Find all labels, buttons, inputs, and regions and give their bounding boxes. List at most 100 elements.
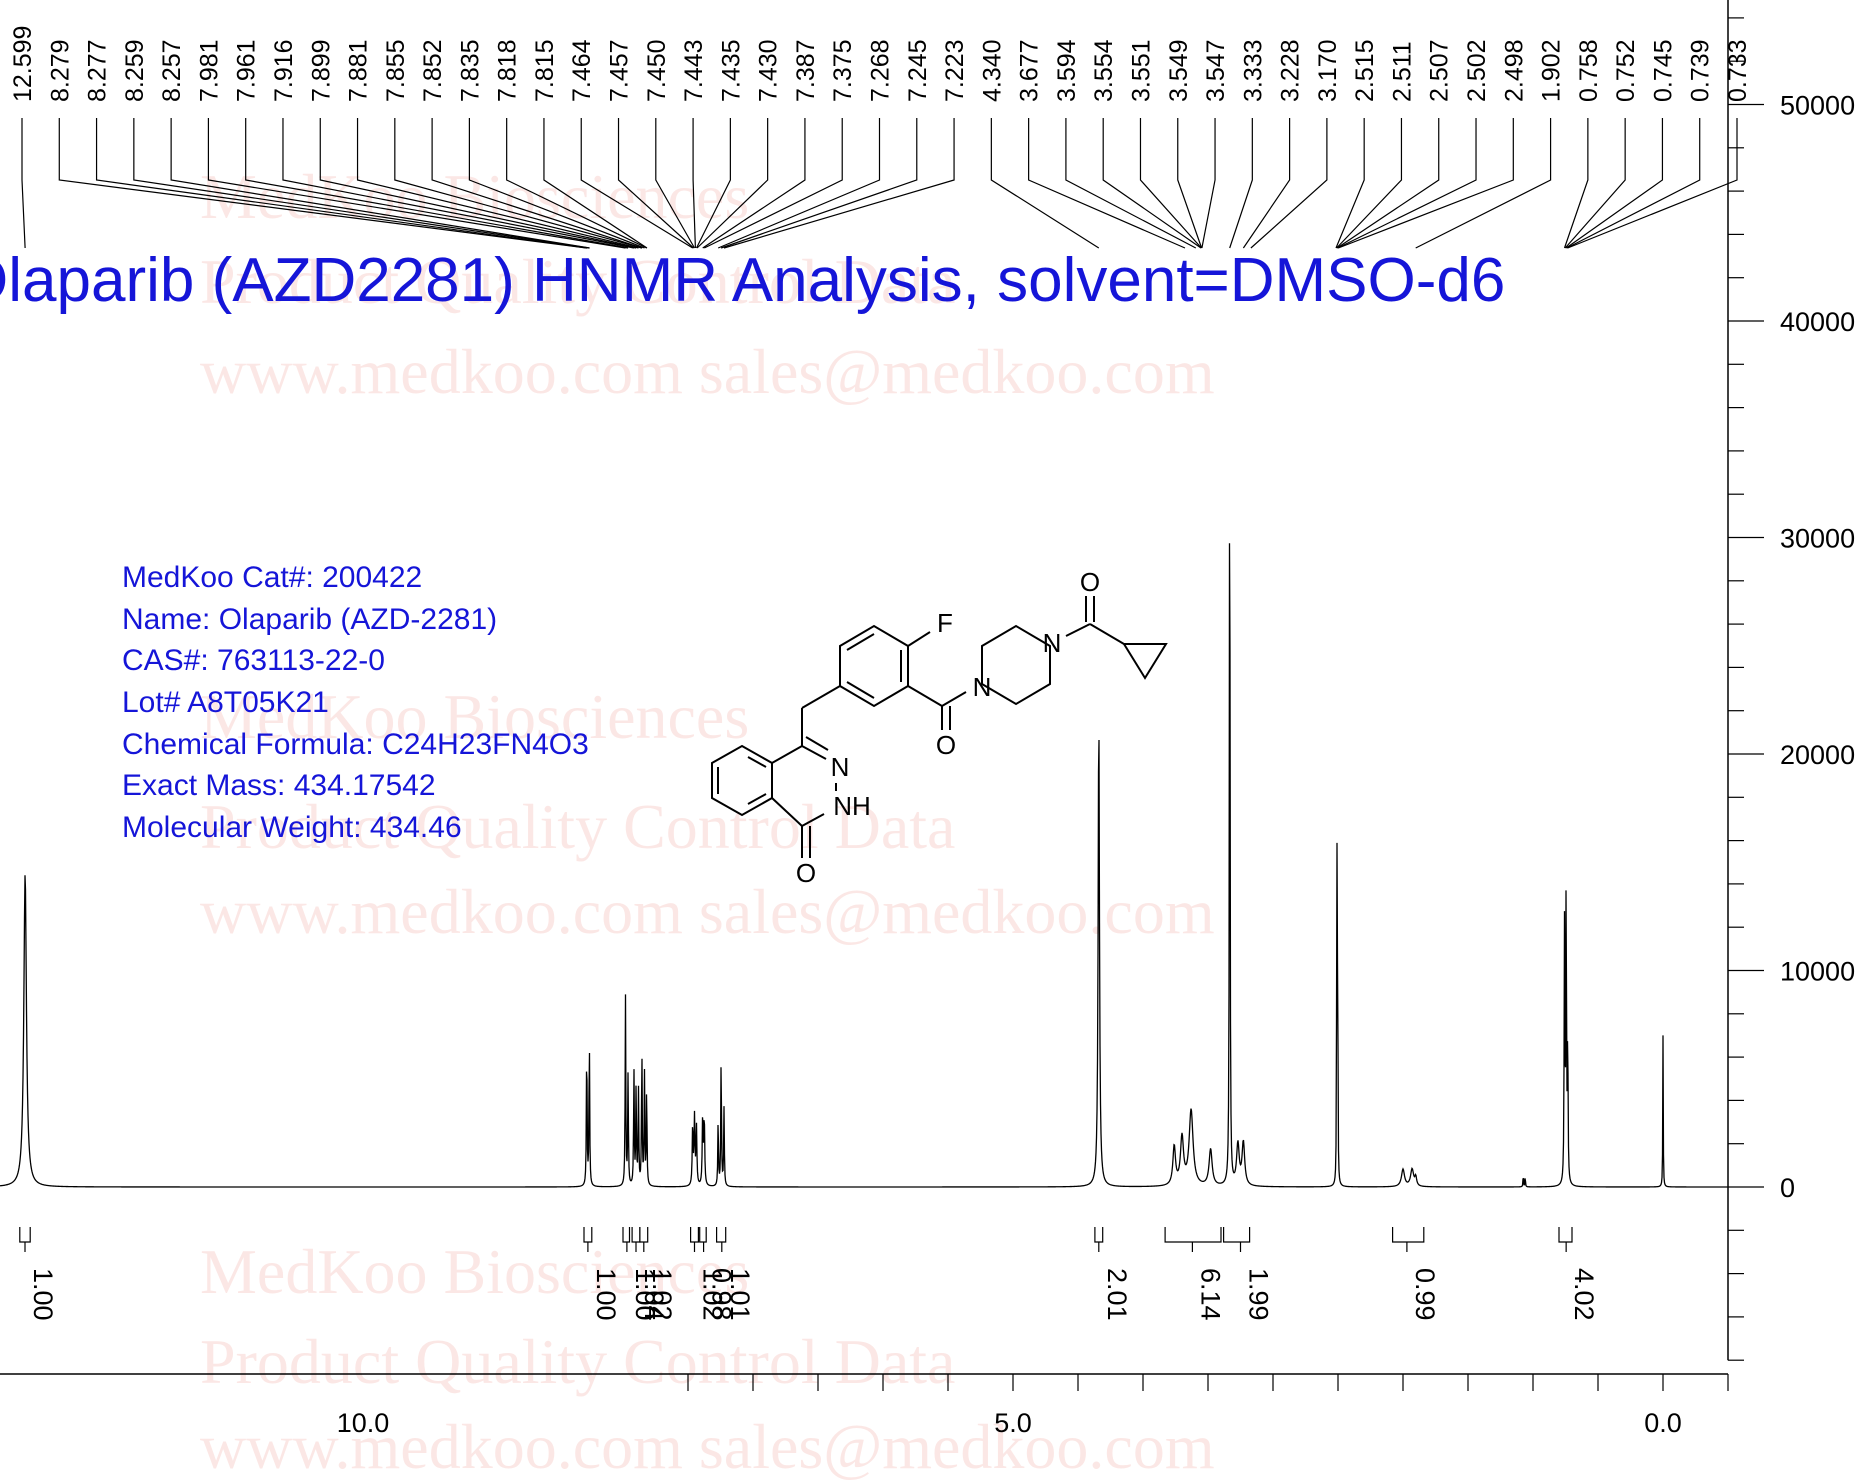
chart-title: Olaparib (AZD2281) HNMR Analysis, solven… <box>0 246 1506 315</box>
peak-shift-label: 7.961 <box>233 39 261 102</box>
peak-shift-label: 8.259 <box>121 39 149 102</box>
peak-connector <box>1566 118 1701 249</box>
ring-bond <box>771 745 803 764</box>
peak-shift-label: 2.507 <box>1426 39 1454 102</box>
peak-connector <box>720 118 918 249</box>
peak-shift-label: 7.815 <box>531 39 559 102</box>
peak-connector <box>1567 118 1738 249</box>
info-molecular-weight: Molecular Weight: 434.46 <box>122 811 462 844</box>
peak-shift-label: 7.375 <box>829 39 857 102</box>
atom-label-n: N <box>831 752 850 782</box>
peak-shift-label: 7.435 <box>717 39 745 102</box>
watermark-contact: www.medkoo.com sales@medkoo.com <box>200 336 1215 407</box>
peak-connector <box>95 118 588 249</box>
peak-shift-label: 3.551 <box>1127 39 1155 102</box>
integral-value: 2.01 <box>1102 1268 1132 1321</box>
peak-connector <box>282 118 635 249</box>
aryl-double-bond <box>846 681 875 699</box>
integral-bracket <box>1164 1227 1222 1252</box>
peak-connector <box>990 118 1100 249</box>
peak-connector-group <box>21 118 1738 249</box>
peak-connector <box>1250 118 1328 249</box>
peak-connector <box>1336 118 1440 249</box>
integral-value: 1.00 <box>630 1268 660 1321</box>
methylene-bond <box>801 685 841 709</box>
peak-shift-label: 2.515 <box>1351 39 1379 102</box>
y-tick-label: 30000 <box>1780 524 1855 554</box>
atom-label-n: N <box>973 672 992 702</box>
peak-shift-label: 7.443 <box>680 39 708 102</box>
peak-connector <box>695 118 731 249</box>
peak-connector <box>717 118 881 249</box>
peak-shift-label: 7.387 <box>792 39 820 102</box>
integral-value: 1.01 <box>725 1268 755 1321</box>
peak-connector <box>1338 118 1514 249</box>
peak-connector <box>356 118 639 249</box>
ring-bond-nh-c <box>801 813 825 827</box>
peak-connector <box>1565 118 1664 249</box>
peak-connector <box>468 118 645 249</box>
peak-connector <box>1139 118 1202 249</box>
integral-bracket <box>716 1227 727 1252</box>
y-tick-label: 10000 <box>1780 957 1855 987</box>
integral-bracket <box>1094 1227 1104 1252</box>
molecule-structure <box>711 596 1168 858</box>
peak-connector <box>1229 118 1253 249</box>
peak-shift-label: 3.554 <box>1090 39 1118 102</box>
atom-label-o: O <box>796 858 816 888</box>
peak-connector <box>543 118 648 249</box>
integral-value: 0.99 <box>1410 1268 1440 1321</box>
benzo-double-bond <box>747 756 767 768</box>
peak-shift-label: 7.223 <box>941 39 969 102</box>
aryl-double-bond <box>846 633 875 651</box>
integral-value: 1.00 <box>28 1268 58 1321</box>
peak-shift-label: 8.277 <box>84 39 112 102</box>
atom-label-n: N <box>1043 628 1062 658</box>
peak-connector <box>506 118 647 249</box>
integral-value: 1.02 <box>647 1268 677 1321</box>
integral-bracket <box>699 1227 707 1252</box>
integral-value: 4.02 <box>1569 1268 1599 1321</box>
y-tick-label: 20000 <box>1780 740 1855 770</box>
peak-shift-label: 1.902 <box>1538 39 1566 102</box>
peak-shift-label: 3.170 <box>1314 39 1342 102</box>
peak-shift-label: 7.464 <box>568 39 596 102</box>
peak-connector <box>580 118 694 249</box>
peak-shift-label: 7.981 <box>195 39 223 102</box>
peak-connector <box>170 118 590 249</box>
integral-bracket <box>583 1227 593 1252</box>
peak-connector <box>702 118 806 249</box>
watermark-subtitle: Product Quality Control Data <box>200 246 956 317</box>
peak-connector <box>692 118 696 249</box>
peak-connector <box>431 118 643 249</box>
peak-connector <box>394 118 642 249</box>
peak-shift-label: 4.340 <box>978 39 1006 102</box>
integral-bracket <box>639 1227 649 1252</box>
peak-shift-label: 7.881 <box>345 39 373 102</box>
peak-connector <box>1564 118 1626 249</box>
peak-shift-label: 0.739 <box>1687 39 1715 102</box>
peak-connector <box>245 118 629 249</box>
peak-connector <box>1337 118 1477 249</box>
peak-shift-label: 3.228 <box>1277 39 1305 102</box>
integral-bracket <box>690 1227 699 1252</box>
peak-shift-label: 7.899 <box>307 39 335 102</box>
peak-shift-label: 0.745 <box>1649 39 1677 102</box>
piperazine-ring <box>981 624 1051 706</box>
amide-c-n <box>941 691 967 707</box>
peak-shift-label: 3.677 <box>1016 39 1044 102</box>
peak-shift-label: 0.758 <box>1575 39 1603 102</box>
atom-label-o: O <box>1080 567 1100 597</box>
y-tick-label: 50000 <box>1780 91 1855 121</box>
peak-connector <box>617 118 695 249</box>
benzo-double-bond <box>747 793 767 805</box>
ring-double-c-n <box>805 736 829 751</box>
watermark-brand: MedKoo Biosciences <box>200 1236 750 1307</box>
peak-shift-label: 2.502 <box>1463 39 1491 102</box>
amide-bond <box>907 685 943 707</box>
peak-connector <box>696 118 769 249</box>
